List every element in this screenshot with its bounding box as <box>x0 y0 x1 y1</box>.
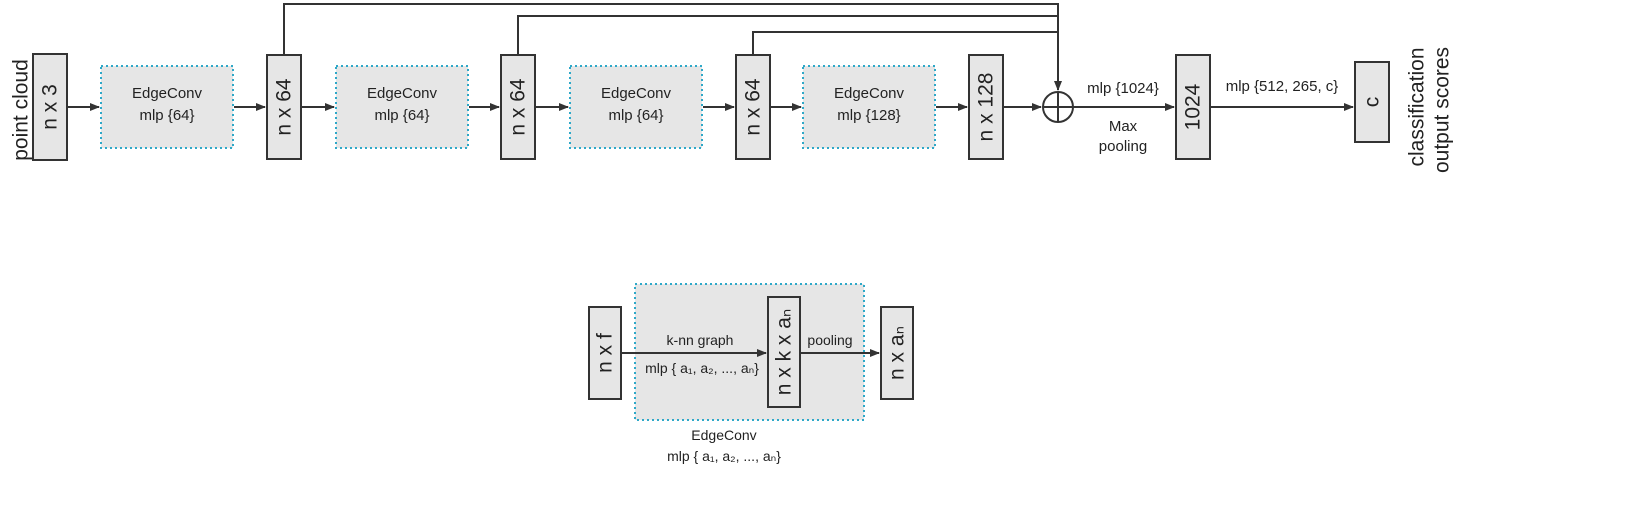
input-tensor: n x 3 <box>32 53 68 161</box>
detail-middle-tensor: n x k x aₙ <box>767 296 801 408</box>
feature-tensor-4: n x 128 <box>968 54 1004 160</box>
edgeconv-module-4: EdgeConv mlp {128} <box>802 65 936 149</box>
global-feature-box <box>1175 54 1211 160</box>
caption-title: EdgeConv <box>691 427 756 443</box>
feature-tensor-2-label: n x 64 <box>507 78 530 136</box>
detail-output-label: n x aₙ <box>886 326 909 380</box>
detail-output-box <box>880 306 914 400</box>
max-pooling-line1: Max <box>1109 118 1138 135</box>
edgeconv-module-1-box <box>100 65 234 149</box>
edgeconv-module-3: EdgeConv mlp {64} <box>569 65 703 149</box>
detail-input-label: n x f <box>594 333 617 373</box>
detail-output-tensor: n x aₙ <box>880 306 914 400</box>
edgeconv-module-3-box <box>569 65 703 149</box>
edgeconv-module-2: EdgeConv mlp {64} <box>335 65 469 149</box>
feature-tensor-1: n x 64 <box>266 54 302 160</box>
global-feature-tensor: 1024 <box>1175 54 1211 160</box>
edgeconv-module-3-mlp: mlp {64} <box>608 107 663 124</box>
concat-symbol <box>1042 91 1074 123</box>
feature-tensor-2-box <box>500 54 536 160</box>
detail-middle-box <box>767 296 801 408</box>
pooling-label: pooling <box>807 332 852 348</box>
feature-tensor-4-label: n x 128 <box>975 73 998 142</box>
output-tensor: c <box>1354 61 1390 143</box>
feature-tensor-3-label: n x 64 <box>742 78 765 136</box>
output-label-line2: output scores <box>1431 47 1454 173</box>
input-tensor-box <box>32 53 68 161</box>
skip-connection-2 <box>517 15 1058 55</box>
edgeconv-module-2-mlp: mlp {64} <box>374 107 429 124</box>
mlp-1024-label: mlp {1024} <box>1087 80 1159 97</box>
max-pooling-line2: pooling <box>1099 138 1147 155</box>
detail-middle-label: n x k x aₙ <box>773 309 796 396</box>
edgeconv-module-1-mlp: mlp {64} <box>139 107 194 124</box>
edgeconv-module-1: EdgeConv mlp {64} <box>100 65 234 149</box>
output-tensor-label: c <box>1361 97 1384 108</box>
edgeconv-module-1-title: EdgeConv <box>132 85 203 102</box>
edgeconv-module-2-box <box>335 65 469 149</box>
skip-connection-3 <box>752 31 1058 55</box>
caption-mlp: mlp { a₁, a₂, ..., aₙ} <box>667 448 781 464</box>
output-label-line1: classification <box>1406 47 1429 166</box>
inner-mlp-label: mlp { a₁, a₂, ..., aₙ} <box>645 360 759 376</box>
edgeconv-detail: n x f n x k x aₙ n x aₙ k-nn graph mlp {… <box>588 283 914 464</box>
detail-input-tensor: n x f <box>588 306 622 400</box>
detail-input-box <box>588 306 622 400</box>
edgeconv-module-4-mlp: mlp {128} <box>837 107 900 124</box>
classification-network: point cloud n x 3 EdgeConv mlp {64} n x … <box>10 3 1454 173</box>
edgeconv-module-4-box <box>802 65 936 149</box>
classifier-mlp-label: mlp {512, 265, c} <box>1226 78 1339 95</box>
edgeconv-module-2-title: EdgeConv <box>367 85 438 102</box>
point-cloud-label: point cloud <box>10 59 33 161</box>
feature-tensor-2: n x 64 <box>500 54 536 160</box>
skip-connection-1 <box>283 3 1062 91</box>
feature-tensor-4-box <box>968 54 1004 160</box>
edgeconv-module-3-title: EdgeConv <box>601 85 672 102</box>
feature-tensor-1-box <box>266 54 302 160</box>
feature-tensor-3: n x 64 <box>735 54 771 160</box>
output-tensor-box <box>1354 61 1390 143</box>
global-feature-label: 1024 <box>1182 83 1205 130</box>
edgeconv-module-4-title: EdgeConv <box>834 85 905 102</box>
feature-tensor-1-label: n x 64 <box>273 78 296 136</box>
input-tensor-label: n x 3 <box>39 84 62 130</box>
knn-graph-label: k-nn graph <box>667 332 734 348</box>
